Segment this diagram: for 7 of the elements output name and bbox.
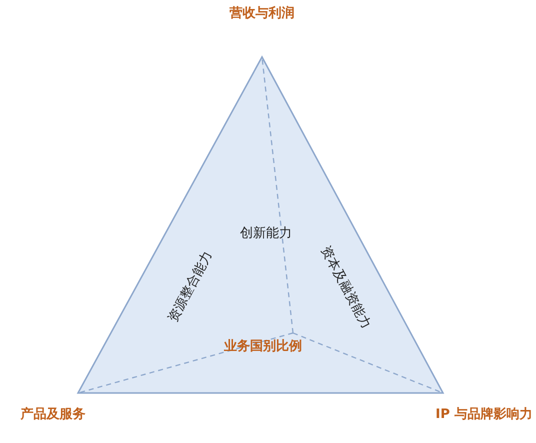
- vertex-label: IP 与品牌影响力: [436, 407, 532, 423]
- vertex-label: 业务国别比例: [224, 339, 302, 355]
- vertex-label: 产品及服务: [20, 407, 86, 423]
- face-label: 资本及融资能力: [316, 244, 374, 332]
- face-label: 创新能力: [240, 226, 292, 242]
- face-label: 资源整合能力: [166, 248, 216, 326]
- vertex-label: 营收与利润: [230, 6, 294, 22]
